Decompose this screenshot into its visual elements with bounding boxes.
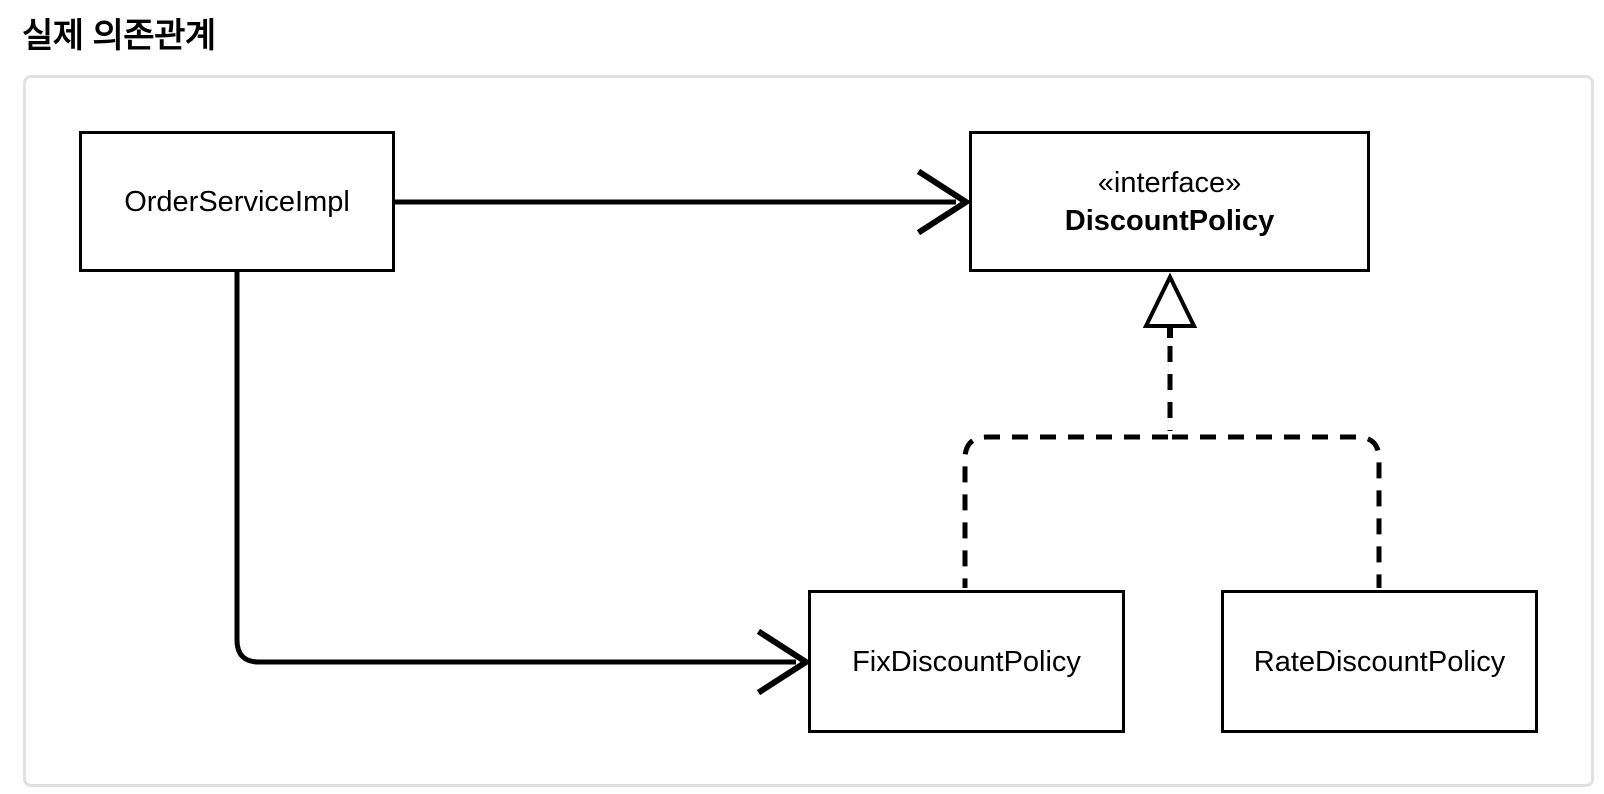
node-orderserviceimpl-label: OrderServiceImpl	[124, 185, 350, 218]
node-ratediscountpolicy-label: RateDiscountPolicy	[1253, 645, 1506, 678]
node-discountpolicy-stereotype: «interface»	[1097, 166, 1242, 199]
page-title: 실제 의존관계	[22, 17, 216, 55]
node-orderserviceimpl: OrderServiceImpl	[79, 131, 395, 272]
node-fixdiscountpolicy: FixDiscountPolicy	[808, 590, 1125, 733]
node-ratediscountpolicy: RateDiscountPolicy	[1221, 590, 1538, 733]
node-discountpolicy-interface: «interface» DiscountPolicy	[969, 131, 1370, 272]
node-fixdiscountpolicy-label: FixDiscountPolicy	[852, 645, 1081, 678]
node-discountpolicy-label: DiscountPolicy	[1064, 204, 1275, 237]
